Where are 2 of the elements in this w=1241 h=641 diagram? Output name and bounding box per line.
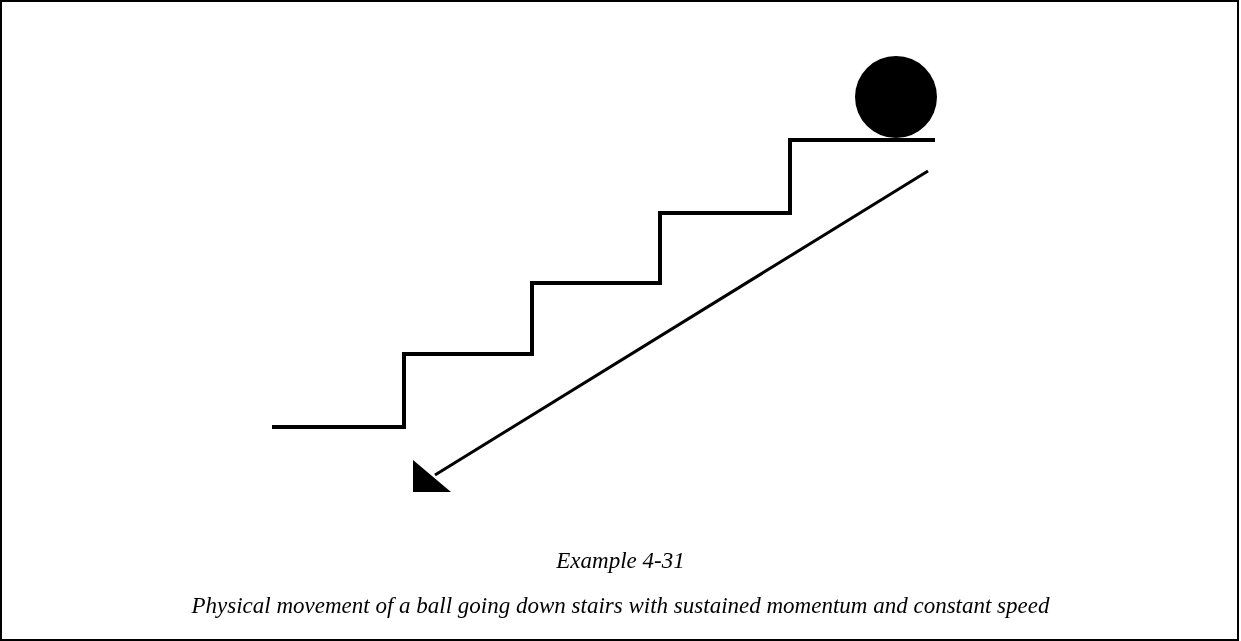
figure-caption: Physical movement of a ball going down stairs with sustained momentum and constant speed — [190, 593, 1051, 619]
figure-title: Example 4-31 — [555, 548, 686, 574]
